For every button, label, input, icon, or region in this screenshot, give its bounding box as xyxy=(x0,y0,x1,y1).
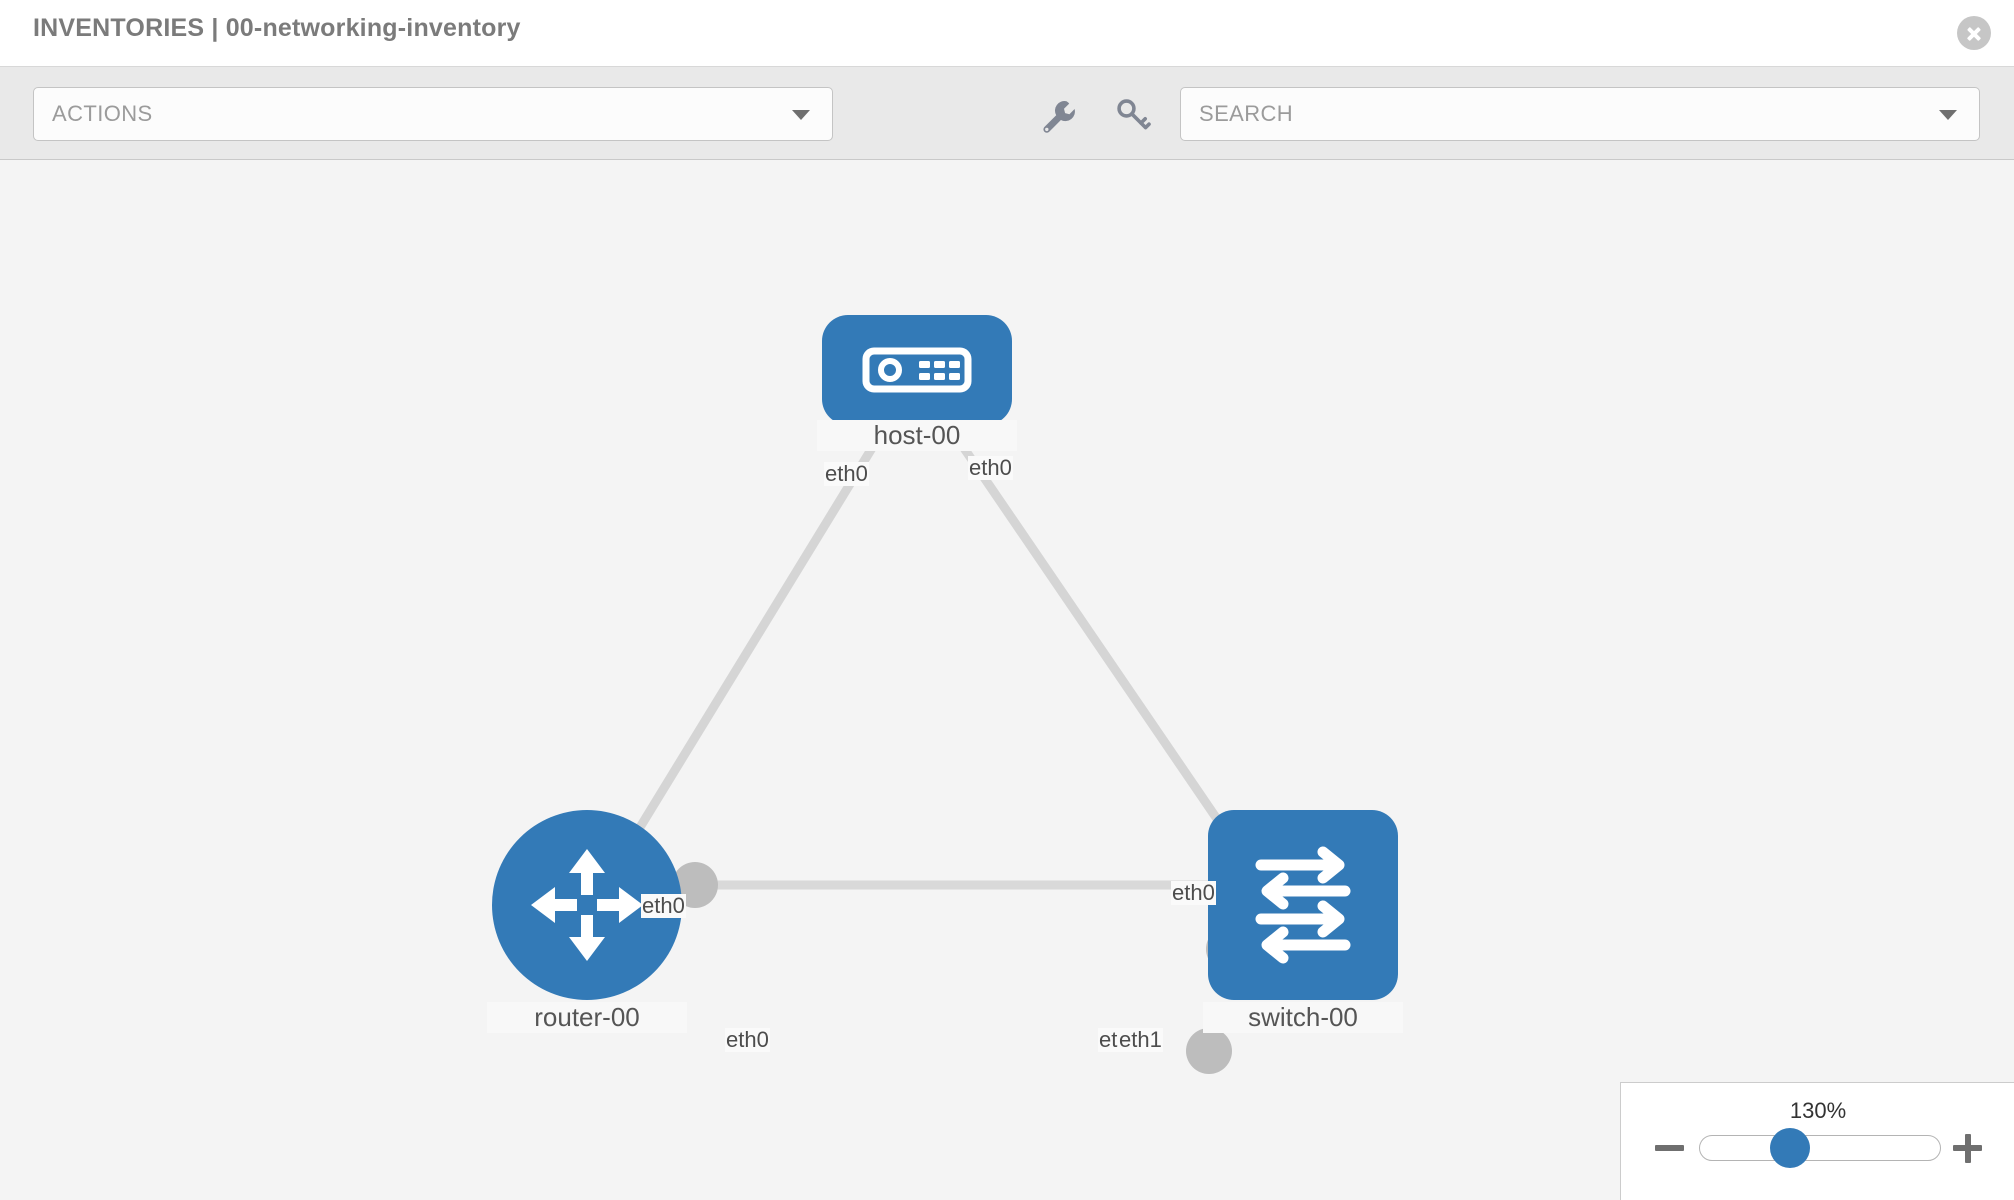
iface-label-switch-left-b: eth1 xyxy=(1118,1027,1163,1053)
search-placeholder: SEARCH xyxy=(1199,101,1294,126)
switch-arrows-icon xyxy=(1255,846,1351,964)
topology-canvas[interactable]: host-00 eth0 eth0 xyxy=(0,160,2014,1200)
iface-label-router-right: eth0 xyxy=(725,1027,770,1053)
wrench-icon[interactable] xyxy=(1035,93,1079,137)
topology-links xyxy=(616,432,1249,890)
chevron-down-icon xyxy=(1939,110,1957,120)
host-node-shape xyxy=(822,315,1012,425)
iface-label-router-up: eth0 xyxy=(641,893,686,919)
port-switch-left[interactable] xyxy=(1186,1028,1232,1074)
zoom-slider-handle[interactable] xyxy=(1770,1128,1810,1168)
link-router-host xyxy=(616,432,884,863)
page-header: INVENTORIES | 00-networking-inventory xyxy=(0,0,2014,67)
search-input[interactable]: SEARCH xyxy=(1180,87,1980,141)
toolbar: ACTIONS SEARCH xyxy=(0,67,2014,160)
iface-label-host-left: eth0 xyxy=(824,461,869,487)
switch-node-shape xyxy=(1208,810,1398,1000)
zoom-slider-track[interactable] xyxy=(1699,1135,1941,1161)
close-icon[interactable] xyxy=(1957,16,1991,50)
node-label-switch-00: switch-00 xyxy=(1203,1002,1403,1033)
server-icon xyxy=(862,347,972,393)
router-arrows-icon xyxy=(531,849,643,961)
actions-dropdown[interactable]: ACTIONS xyxy=(33,87,833,141)
page-title: INVENTORIES | 00-networking-inventory xyxy=(33,14,521,42)
zoom-control-panel: 130% xyxy=(1620,1082,2014,1200)
node-label-router-00: router-00 xyxy=(487,1002,687,1033)
iface-label-host-right: eth0 xyxy=(968,455,1013,481)
plus-icon[interactable] xyxy=(1951,1131,1985,1165)
link-host-switch xyxy=(951,432,1249,863)
iface-label-switch-up: eth0 xyxy=(1171,880,1216,906)
actions-dropdown-label: ACTIONS xyxy=(52,101,153,126)
minus-icon[interactable] xyxy=(1653,1131,1687,1165)
chevron-down-icon xyxy=(792,110,810,120)
node-label-host-00: host-00 xyxy=(817,420,1017,451)
zoom-level-label: 130% xyxy=(1789,1098,1847,1123)
key-icon[interactable] xyxy=(1110,93,1154,137)
